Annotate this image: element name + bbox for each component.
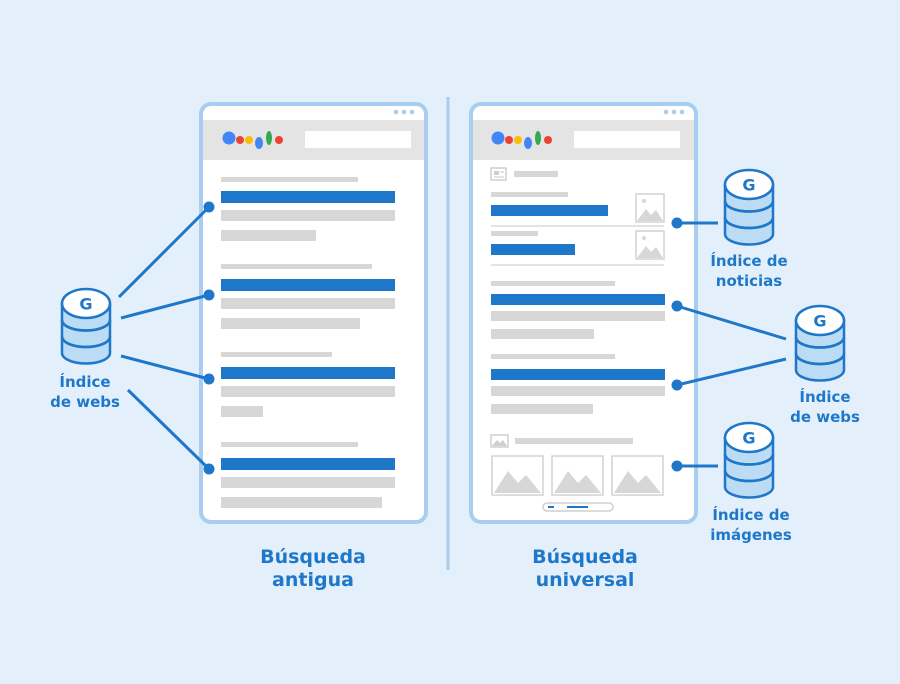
connector-line <box>676 304 787 341</box>
database-g-glyph: G <box>742 429 755 448</box>
web-database-icon: G <box>794 304 846 382</box>
image-placeholder-icon <box>635 230 665 260</box>
search-box[interactable] <box>305 131 411 148</box>
result-title-link[interactable] <box>221 191 395 203</box>
window-frame <box>199 102 428 524</box>
connector-dot <box>203 463 215 475</box>
universal-search-caption: Búsqueda universal <box>485 546 685 592</box>
result-title-link[interactable] <box>491 294 665 305</box>
left-database-icon: G <box>60 287 112 365</box>
universal-search-caption-line1: Búsqueda <box>532 546 638 568</box>
connector-dot <box>671 379 683 391</box>
left-db-label: Índice de webs <box>15 372 155 412</box>
news-title-link[interactable] <box>491 244 575 255</box>
result-2 <box>221 264 395 329</box>
old-search-window <box>199 102 428 524</box>
news-database-icon: G <box>723 168 775 246</box>
connector-line <box>676 357 787 387</box>
old-search-caption-line2: antigua <box>272 569 354 591</box>
connector-dot <box>671 460 683 472</box>
images-db-label: Índice de imágenes <box>681 505 821 545</box>
web-db-label-line2: de webs <box>790 408 860 426</box>
news-title-link[interactable] <box>491 205 608 216</box>
connector-dot <box>203 373 215 385</box>
old-search-caption-line1: Búsqueda <box>260 546 366 568</box>
result-title-link[interactable] <box>221 367 395 379</box>
image-thumbnail[interactable] <box>491 455 544 496</box>
images-db-label-line1: Índice de <box>712 506 790 524</box>
left-db-label-line1: Índice <box>59 373 111 391</box>
universal-search-caption-line2: universal <box>535 569 635 591</box>
search-engine-logo-icon <box>222 131 283 149</box>
news-db-label-line2: noticias <box>715 272 783 290</box>
connector-dot <box>671 217 683 229</box>
left-db-label-line2: de webs <box>50 393 120 411</box>
result-4 <box>221 442 395 508</box>
right-connectors <box>671 217 787 472</box>
image-thumbnail[interactable] <box>611 455 664 496</box>
images-database-icon: G <box>723 421 775 499</box>
connector-dot <box>671 300 683 312</box>
web-db-label: Índice de webs <box>755 387 895 427</box>
search-engine-logo-icon <box>491 131 552 149</box>
connector-dot <box>203 289 215 301</box>
result-title-link[interactable] <box>491 369 665 380</box>
result-title-link[interactable] <box>221 458 395 470</box>
connector-dot <box>203 201 215 213</box>
image-small-icon <box>490 434 509 448</box>
database-icons: G G G G <box>60 168 846 499</box>
database-g-glyph: G <box>742 176 755 195</box>
database-g-glyph: G <box>813 312 826 331</box>
result-1 <box>221 177 395 241</box>
image-thumbnail[interactable] <box>551 455 604 496</box>
result-title-link[interactable] <box>221 279 395 291</box>
window-dots-icon <box>393 109 415 115</box>
news-db-label-line1: Índice de <box>710 252 788 270</box>
connector-line <box>126 388 211 471</box>
search-box[interactable] <box>574 131 680 148</box>
web-result-1 <box>491 281 665 339</box>
window-dots-icon <box>663 109 685 115</box>
images-db-label-line2: imágenes <box>710 526 792 544</box>
universal-search-window <box>469 102 698 524</box>
news-block <box>490 167 665 266</box>
old-search-caption: Búsqueda antigua <box>213 546 413 592</box>
web-result-2 <box>491 354 665 414</box>
image-placeholder-icon <box>635 193 665 223</box>
connector-line <box>120 293 210 320</box>
database-g-glyph: G <box>79 295 92 314</box>
connector-line <box>120 354 210 381</box>
images-block <box>490 434 664 512</box>
news-icon <box>490 167 507 181</box>
web-db-label-line1: Índice <box>799 388 851 406</box>
news-db-label: Índice de noticias <box>679 251 819 291</box>
connector-line <box>117 205 211 299</box>
result-3 <box>221 352 395 417</box>
left-connectors <box>117 201 215 475</box>
